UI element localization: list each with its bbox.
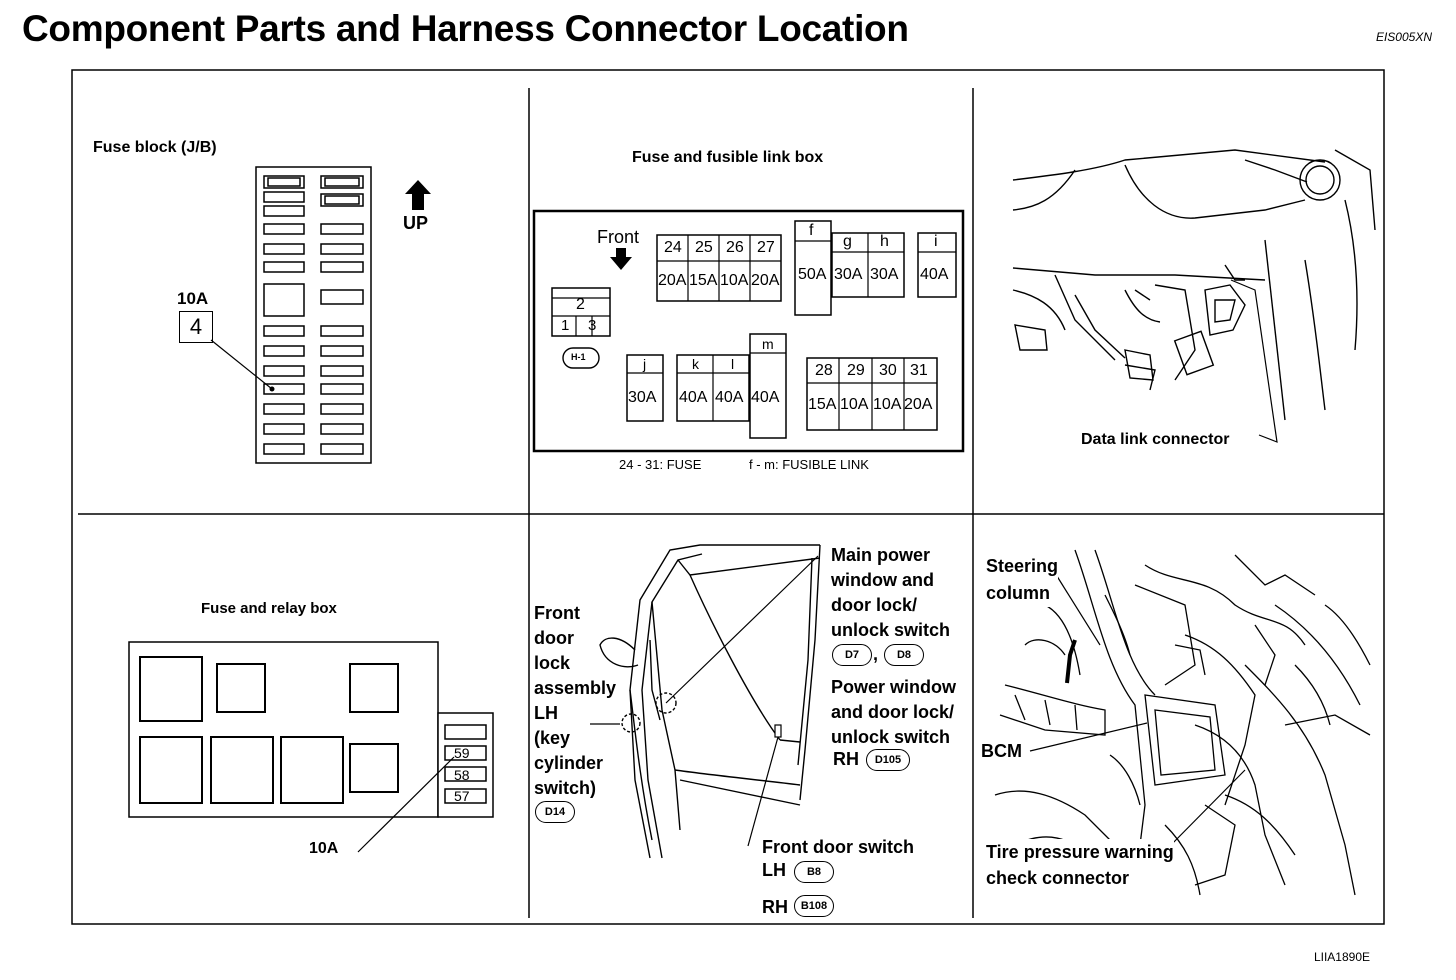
fuse-59-label: 59 (454, 745, 470, 761)
fdl-line: switch) (534, 778, 597, 798)
relay-fuse-amp-label: 10A (309, 840, 339, 857)
fuse-24-num: 24 (664, 239, 682, 256)
fuse-24-amp: 20A (658, 272, 687, 289)
main-switch-line: window and (831, 570, 934, 590)
bcm-label: BCM (981, 741, 1022, 761)
link-i-amp: 40A (920, 266, 949, 283)
main-switch-label: Main power window and door lock/ unlock … (831, 543, 950, 643)
connector-d14: D14 (535, 801, 575, 823)
doc-code: EIS005XN (1375, 30, 1432, 44)
link-l-amp: 40A (715, 389, 744, 406)
dash-under-illustration (1012, 149, 1376, 443)
data-link-connector-label: Data link connector (1081, 431, 1230, 448)
tire-line: Tire pressure warning (986, 842, 1174, 862)
up-arrow-icon (405, 180, 431, 210)
link-l-id: l (731, 356, 735, 372)
page-title: Component Parts and Harness Connector Lo… (22, 8, 909, 49)
connector-d7: D7 (832, 644, 872, 666)
link-h-amp: 30A (870, 266, 899, 283)
steering-column-label: Steering column (986, 553, 1059, 607)
fuse-29-amp: 10A (840, 396, 869, 413)
steering-line: Steering (986, 556, 1059, 576)
legend-fusible-link: f - m: FUSIBLE LINK (749, 457, 869, 472)
fuse-relay-box-diagram (128, 641, 494, 853)
link-k-amp: 40A (679, 389, 708, 406)
front-door-switch-label: Front door switch (762, 837, 914, 857)
figure-code: LIIA1890E (1313, 950, 1370, 964)
connector-h1-label: H-1 (571, 352, 586, 362)
fdl-line: (key (534, 728, 571, 748)
fdl-line: assembly (534, 678, 617, 698)
front-arrow-icon (610, 248, 632, 270)
front-label: Front (597, 227, 640, 247)
fuse-30-num: 30 (879, 362, 897, 379)
fuse-58-label: 58 (454, 767, 470, 783)
tire-line: check connector (986, 868, 1130, 888)
front-door-lock-label: Front door lock assembly LH (key cylinde… (534, 601, 616, 801)
link-f-id: f (809, 222, 814, 239)
link-k-id: k (692, 356, 699, 372)
tire-pressure-label: Tire pressure warning check connector (986, 839, 1174, 891)
slot-1-label: 1 (561, 317, 570, 334)
fuse-26-amp: 10A (720, 272, 749, 289)
main-switch-line: Main power (831, 545, 931, 565)
connector-b108: B108 (794, 895, 834, 917)
fuse-28-num: 28 (815, 362, 833, 379)
steering-line: column (986, 583, 1051, 603)
rh-prefix: RH (833, 749, 859, 769)
fuse-link-box-diagram (532, 209, 965, 453)
link-f-amp: 50A (798, 266, 827, 283)
link-j-amp: 30A (628, 389, 657, 406)
bcm-area-illustration (994, 549, 1371, 896)
link-j-id: j (643, 356, 647, 372)
fuse-relay-box-title: Fuse and relay box (201, 600, 337, 617)
link-g-id: g (843, 233, 852, 250)
fuse-27-amp: 20A (751, 272, 780, 289)
fuse-25-amp: 15A (689, 272, 718, 289)
rh-switch-label: Power window and door lock/ unlock switc… (831, 675, 956, 750)
rh-switch-line: unlock switch (831, 727, 951, 747)
link-m-amp: 40A (751, 389, 780, 406)
fuse-57-label: 57 (454, 788, 470, 804)
fdl-line: lock (534, 653, 571, 673)
fuse-31-num: 31 (910, 362, 928, 379)
main-switch-line: door lock/ (831, 595, 918, 615)
fuse-amp-label: 10A (177, 289, 209, 308)
connector-d105: D105 (866, 749, 910, 771)
fdl-line: door (534, 628, 574, 648)
front-door-illustration (590, 544, 821, 859)
rh-switch-line: Power window (831, 677, 957, 697)
fuse-30-amp: 10A (873, 396, 902, 413)
fuse-26-num: 26 (726, 239, 744, 256)
fuse-block-title: Fuse block (J/B) (93, 139, 217, 156)
fdl-line: LH (534, 703, 558, 723)
main-switch-line: unlock switch (831, 620, 951, 640)
link-g-amp: 30A (834, 266, 863, 283)
connector-d8: D8 (884, 644, 924, 666)
fuse-block-diagram (210, 166, 431, 464)
fdl-line: Front (534, 603, 580, 623)
slot-3-label: 3 (588, 317, 597, 334)
fuse-number-box: 4 (179, 311, 213, 343)
slot-2-label: 2 (576, 296, 585, 313)
door-switch-rh-label: RH (762, 897, 788, 917)
link-h-id: h (880, 233, 889, 250)
fuse-25-num: 25 (695, 239, 713, 256)
fuse-28-amp: 15A (808, 396, 837, 413)
connector-b8: B8 (794, 861, 834, 883)
fuse-27-num: 27 (757, 239, 775, 256)
legend-fuse: 24 - 31: FUSE (619, 457, 702, 472)
door-switch-lh-label: LH (762, 860, 786, 880)
up-label: UP (403, 213, 429, 233)
link-m-id: m (762, 336, 774, 352)
fdl-line: cylinder (534, 753, 604, 773)
fuse-29-num: 29 (847, 362, 865, 379)
rh-switch-line: and door lock/ (831, 702, 955, 722)
link-i-id: i (934, 233, 938, 250)
fuse-31-amp: 20A (904, 396, 933, 413)
connector-separator: , (873, 644, 879, 664)
fuse-link-box-title: Fuse and fusible link box (632, 149, 824, 166)
